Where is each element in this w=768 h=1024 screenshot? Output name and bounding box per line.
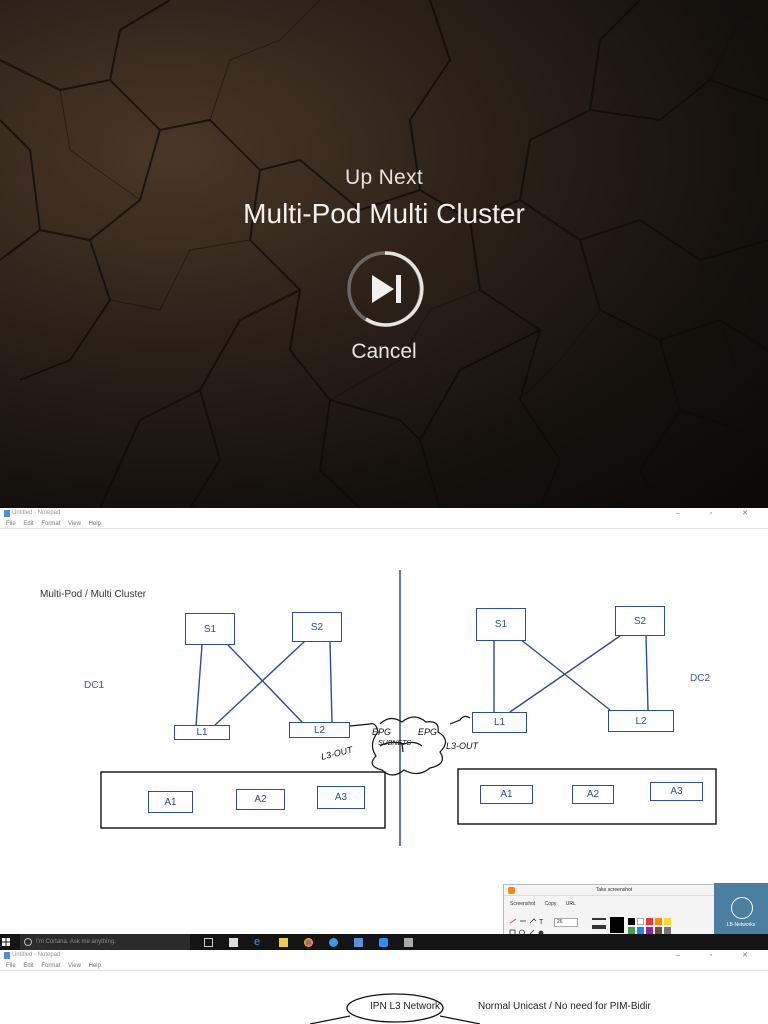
screenshot-tool-panel: Take screenshot Screenshot Copy URL T 26 (503, 884, 725, 940)
menu-format-2[interactable]: Format (41, 963, 61, 969)
window-title-2: Untitled - Notepad (12, 952, 61, 958)
dc1-app-container (100, 771, 386, 829)
dc1-app-a1: A1 (148, 791, 193, 813)
size-field[interactable]: 26 (554, 918, 578, 927)
dc2-app-a3: A3 (650, 782, 703, 801)
dc2-app-container (457, 768, 717, 825)
ipn-network-label: IPN L3 Network (370, 1001, 441, 1012)
l3-out-label-right: L3-OUT (446, 741, 480, 751)
epg-label-right: EPG (418, 727, 437, 737)
url-action[interactable]: URL (565, 901, 576, 907)
cortana-placeholder: I'm Cortana. Ask me anything. (36, 939, 116, 945)
up-next-label: Up Next (345, 166, 423, 189)
cortana-icon (24, 938, 32, 946)
dc1-label: DC1 (84, 680, 105, 691)
color-swatch[interactable] (646, 918, 653, 925)
window-titlebar: Untitled - Notepad – ▫ ✕ (0, 508, 768, 519)
menu-file[interactable]: File (6, 521, 16, 527)
color-swatch[interactable] (628, 918, 635, 925)
cracked-earth-background (0, 0, 768, 508)
color-swatch[interactable] (655, 918, 662, 925)
network-diagram-lines: EPG EPG L3-OUT L3-OUT SUBNETS (100, 570, 717, 846)
internet-explorer-icon[interactable] (329, 938, 338, 947)
notepad-screenshot: Untitled - Notepad – ▫ ✕ File Edit Forma… (0, 508, 768, 950)
menu-edit-2[interactable]: Edit (23, 963, 34, 969)
color-swatch[interactable] (646, 927, 653, 934)
dc1-spine-s1: S1 (185, 613, 235, 645)
menu-help[interactable]: Help (88, 521, 101, 527)
menu-bar-2: File Edit Format View Help (0, 961, 768, 971)
ipn-ellipse-lines (309, 993, 481, 1024)
unicast-note: Normal Unicast / No need for PIM-Bidir (478, 1001, 651, 1012)
menu-file-2[interactable]: File (6, 963, 16, 969)
dc2-spine-s1: S1 (476, 608, 526, 641)
color-swatch[interactable] (655, 927, 662, 934)
menu-format[interactable]: Format (41, 521, 61, 527)
dc1-leaf-l2: L2 (289, 722, 350, 738)
menu-view-2[interactable]: View (68, 963, 81, 969)
line-thin-icon[interactable] (592, 918, 606, 920)
notepad-icon (4, 510, 10, 517)
dc2-app-a1: A1 (480, 785, 533, 804)
l3-out-label-left: L3-OUT (320, 744, 355, 762)
dc1-spine-s2: S2 (292, 612, 342, 642)
store-icon[interactable] (229, 938, 238, 947)
window-controls-2[interactable]: – ▫ ✕ (675, 952, 762, 959)
dc2-leaf-l2: L2 (608, 710, 674, 732)
app-icon[interactable] (354, 938, 363, 947)
notepad-screenshot-2: Untitled - Notepad – ▫ ✕ File Edit Forma… (0, 950, 768, 1024)
cortana-search-box[interactable]: I'm Cortana. Ask me anything. (20, 934, 190, 950)
dc2-app-a2: A2 (572, 785, 614, 804)
color-swatch[interactable] (664, 927, 671, 934)
windows-start-icon[interactable] (2, 938, 10, 946)
screenshot-action[interactable]: Screenshot (510, 901, 536, 907)
channel-logo-icon (731, 897, 753, 919)
notepad-icon-2 (4, 952, 10, 959)
subnets-label: SUBNETS (378, 740, 411, 747)
menu-edit[interactable]: Edit (23, 521, 34, 527)
file-explorer-icon[interactable] (279, 938, 288, 947)
color-swatch[interactable] (637, 927, 644, 934)
current-color-swatch[interactable] (610, 917, 624, 933)
svg-text:T: T (539, 919, 544, 926)
color-swatch[interactable] (637, 918, 644, 925)
screenshot-tool-logo-icon (508, 887, 515, 894)
channel-badge: LB-Networks (714, 883, 768, 943)
dc1-leaf-l1: L1 (174, 725, 230, 740)
menu-bar: File Edit Format View Help (0, 519, 768, 529)
chrome-icon[interactable] (304, 938, 313, 947)
line-thick-icon[interactable] (592, 925, 606, 929)
dc1-app-a3: A3 (317, 786, 365, 809)
skip-next-icon (347, 251, 424, 327)
menu-help-2[interactable]: Help (88, 963, 101, 969)
dc1-app-a2: A2 (236, 789, 285, 810)
next-video-title: Multi-Pod Multi Cluster (243, 198, 525, 229)
copy-action[interactable]: Copy (544, 901, 557, 907)
up-next-overlay: Up Next Multi-Pod Multi Cluster Cancel (0, 0, 768, 508)
diagram-title: Multi-Pod / Multi Cluster (40, 589, 147, 600)
window-controls[interactable]: – ▫ ✕ (675, 510, 762, 517)
play-next-button[interactable] (346, 250, 424, 328)
zoom-icon[interactable] (379, 938, 388, 947)
window-title: Untitled - Notepad (12, 510, 61, 516)
windows-taskbar: I'm Cortana. Ask me anything. e (0, 934, 768, 950)
task-view-icon[interactable] (204, 938, 213, 947)
channel-name: LB-Networks (726, 922, 756, 928)
color-swatch[interactable] (628, 927, 635, 934)
cancel-button[interactable]: Cancel (351, 340, 417, 363)
color-swatch[interactable] (664, 918, 671, 925)
dc2-spine-s2: S2 (615, 606, 665, 636)
screenshot-tool-title: Take screenshot (504, 885, 724, 896)
dc2-leaf-l1: L1 (472, 712, 527, 733)
snipping-app-icon[interactable] (404, 938, 413, 947)
window-titlebar-2: Untitled - Notepad – ▫ ✕ (0, 950, 768, 961)
menu-view[interactable]: View (68, 521, 81, 527)
dc2-label: DC2 (690, 673, 711, 684)
edge-browser-icon[interactable]: e (254, 936, 261, 948)
epg-label-left: EPG (372, 727, 391, 737)
